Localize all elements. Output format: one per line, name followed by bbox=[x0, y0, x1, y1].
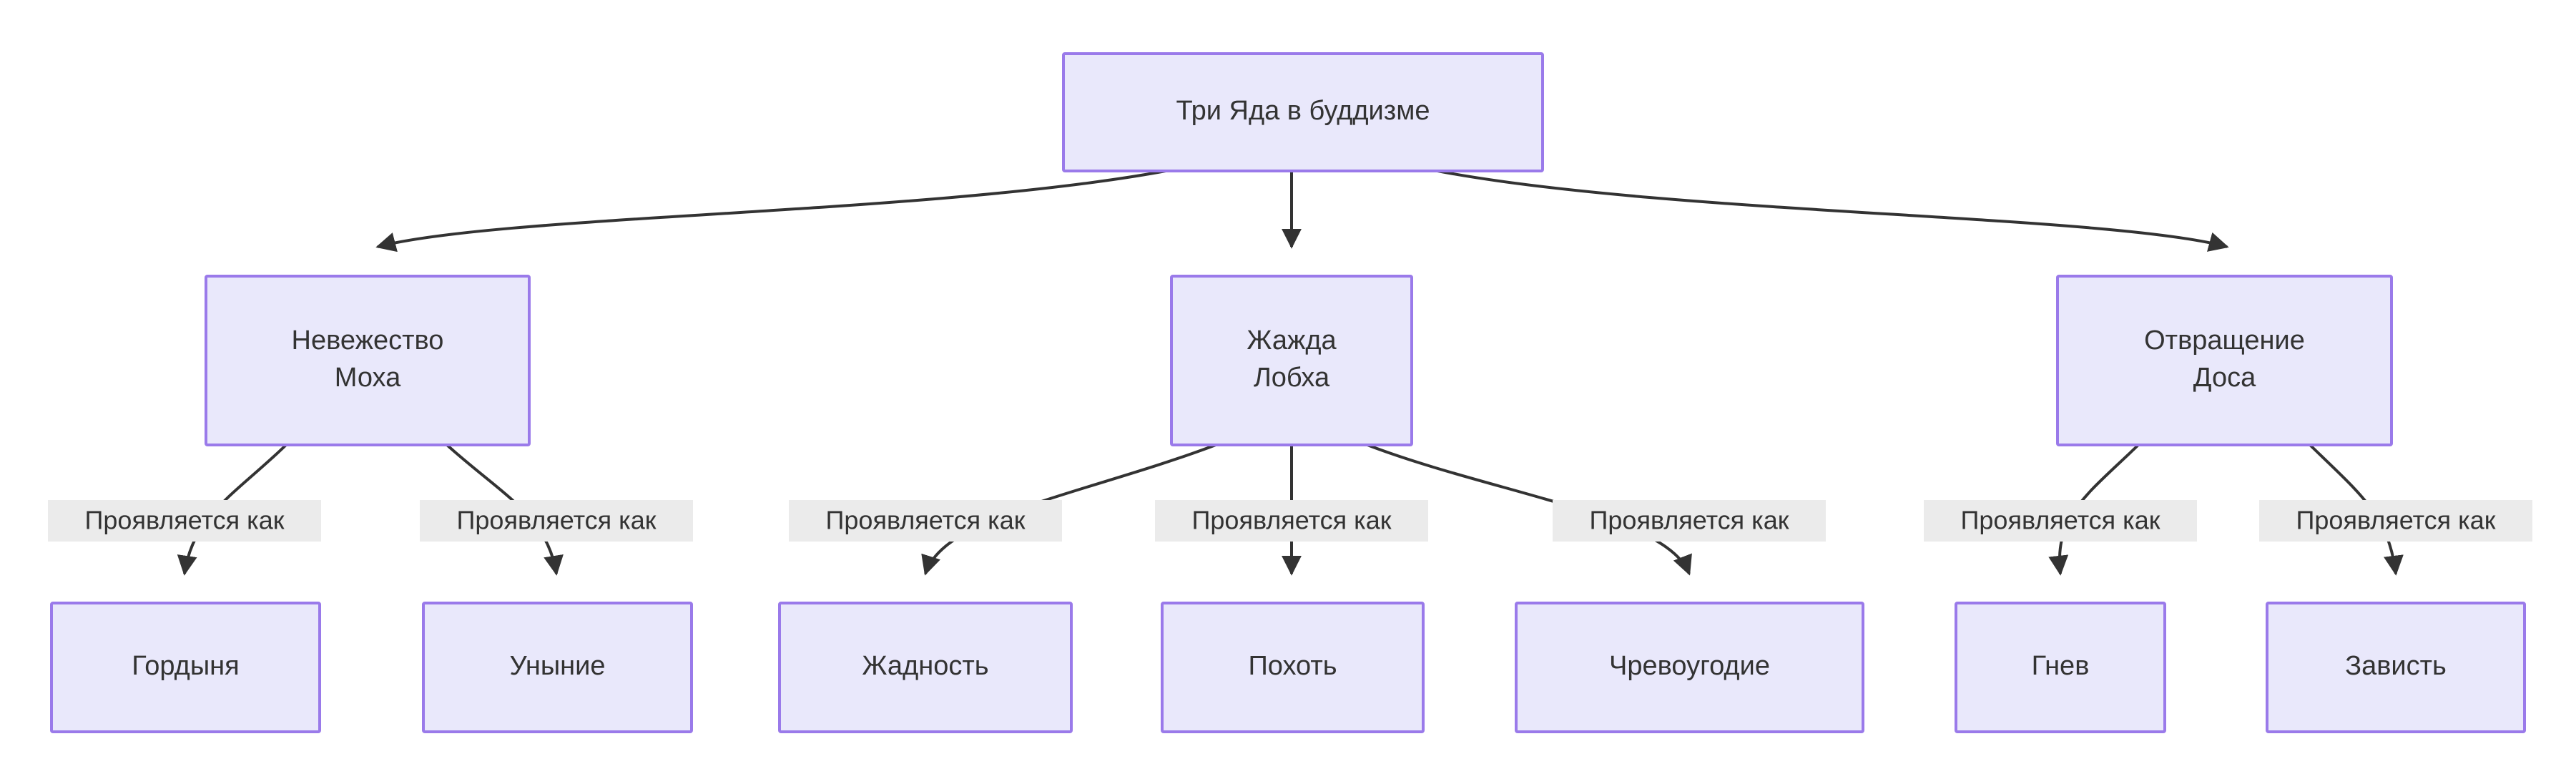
node-root[interactable]: Три Яда в буддизме bbox=[1062, 52, 1544, 172]
node-root-label: Три Яда в буддизме bbox=[1176, 96, 1430, 126]
node-gluttony-label: Чревоугодие bbox=[1609, 651, 1770, 681]
edge-root-dosa bbox=[1437, 170, 2229, 252]
node-lust-box[interactable] bbox=[1161, 602, 1425, 733]
edge-label-text: Проявляется как bbox=[1961, 506, 2160, 535]
node-moha-label: Невежество bbox=[292, 325, 444, 356]
node-root-box[interactable] bbox=[1062, 52, 1544, 172]
edge-label-text: Проявляется как bbox=[85, 506, 285, 535]
node-envy-box[interactable] bbox=[2266, 602, 2526, 733]
node-greed-label: Жадность bbox=[862, 651, 988, 681]
node-despondency[interactable]: Уныние bbox=[422, 602, 693, 733]
node-pride-label: Гордыня bbox=[132, 651, 239, 681]
node-despondency-label: Уныние bbox=[509, 651, 605, 681]
edge-label-lobha-greed: Проявляется как bbox=[789, 500, 1062, 542]
node-gluttony[interactable]: Чревоугодие bbox=[1515, 602, 1864, 733]
edge-label-bg bbox=[1553, 500, 1826, 542]
edge-label-bg bbox=[420, 500, 693, 542]
edge-label-dosa-anger: Проявляется как bbox=[1924, 500, 2197, 542]
edge-root-moha bbox=[375, 170, 1166, 253]
node-lobha-box[interactable] bbox=[1170, 275, 1413, 446]
node-moha-label: Моха bbox=[335, 363, 401, 393]
edge-labels-layer: Проявляется как Проявляется как Проявляетс… bbox=[48, 500, 2532, 542]
node-dosa-label: Отвращение bbox=[2144, 325, 2305, 356]
node-moha-box[interactable] bbox=[205, 275, 531, 446]
node-greed-box[interactable] bbox=[778, 602, 1073, 733]
node-dosa-label: Доса bbox=[2193, 363, 2256, 393]
node-lust-label: Похоть bbox=[1248, 651, 1337, 681]
edge-label-lobha-lust: Проявляется как bbox=[1155, 500, 1428, 542]
edge-label-bg bbox=[1155, 500, 1428, 542]
node-gluttony-box[interactable] bbox=[1515, 602, 1864, 733]
node-dosa-box[interactable] bbox=[2056, 275, 2393, 446]
node-pride-box[interactable] bbox=[50, 602, 321, 733]
edge-label-bg bbox=[2259, 500, 2532, 542]
edge-label-moha-despondency: Проявляется как bbox=[420, 500, 693, 542]
node-envy[interactable]: Зависть bbox=[2266, 602, 2526, 733]
node-lust[interactable]: Похоть bbox=[1161, 602, 1425, 733]
edge-label-lobha-gluttony: Проявляется как bbox=[1553, 500, 1826, 542]
edge-label-bg bbox=[48, 500, 321, 542]
node-greed[interactable]: Жадность bbox=[778, 602, 1073, 733]
node-despondency-box[interactable] bbox=[422, 602, 693, 733]
node-envy-label: Зависть bbox=[2345, 651, 2447, 681]
edge-label-text: Проявляется как bbox=[2296, 506, 2496, 535]
edge-label-moha-pride: Проявляется как bbox=[48, 500, 321, 542]
node-anger-box[interactable] bbox=[1955, 602, 2166, 733]
node-pride[interactable]: Гордыня bbox=[50, 602, 321, 733]
edge-label-text: Проявляется как bbox=[1590, 506, 1789, 535]
edge-label-bg bbox=[789, 500, 1062, 542]
node-lobha-label: Жажда bbox=[1247, 325, 1337, 356]
edge-label-text: Проявляется как bbox=[1192, 506, 1392, 535]
edge-label-text: Проявляется как bbox=[457, 506, 657, 535]
edge-label-dosa-envy: Проявляется как bbox=[2259, 500, 2532, 542]
node-lobha-label: Лобха bbox=[1254, 363, 1330, 393]
node-anger[interactable]: Гнев bbox=[1955, 602, 2166, 733]
edge-label-bg bbox=[1924, 500, 2197, 542]
node-anger-label: Гнев bbox=[2032, 651, 2090, 681]
edge-label-text: Проявляется как bbox=[826, 506, 1026, 535]
